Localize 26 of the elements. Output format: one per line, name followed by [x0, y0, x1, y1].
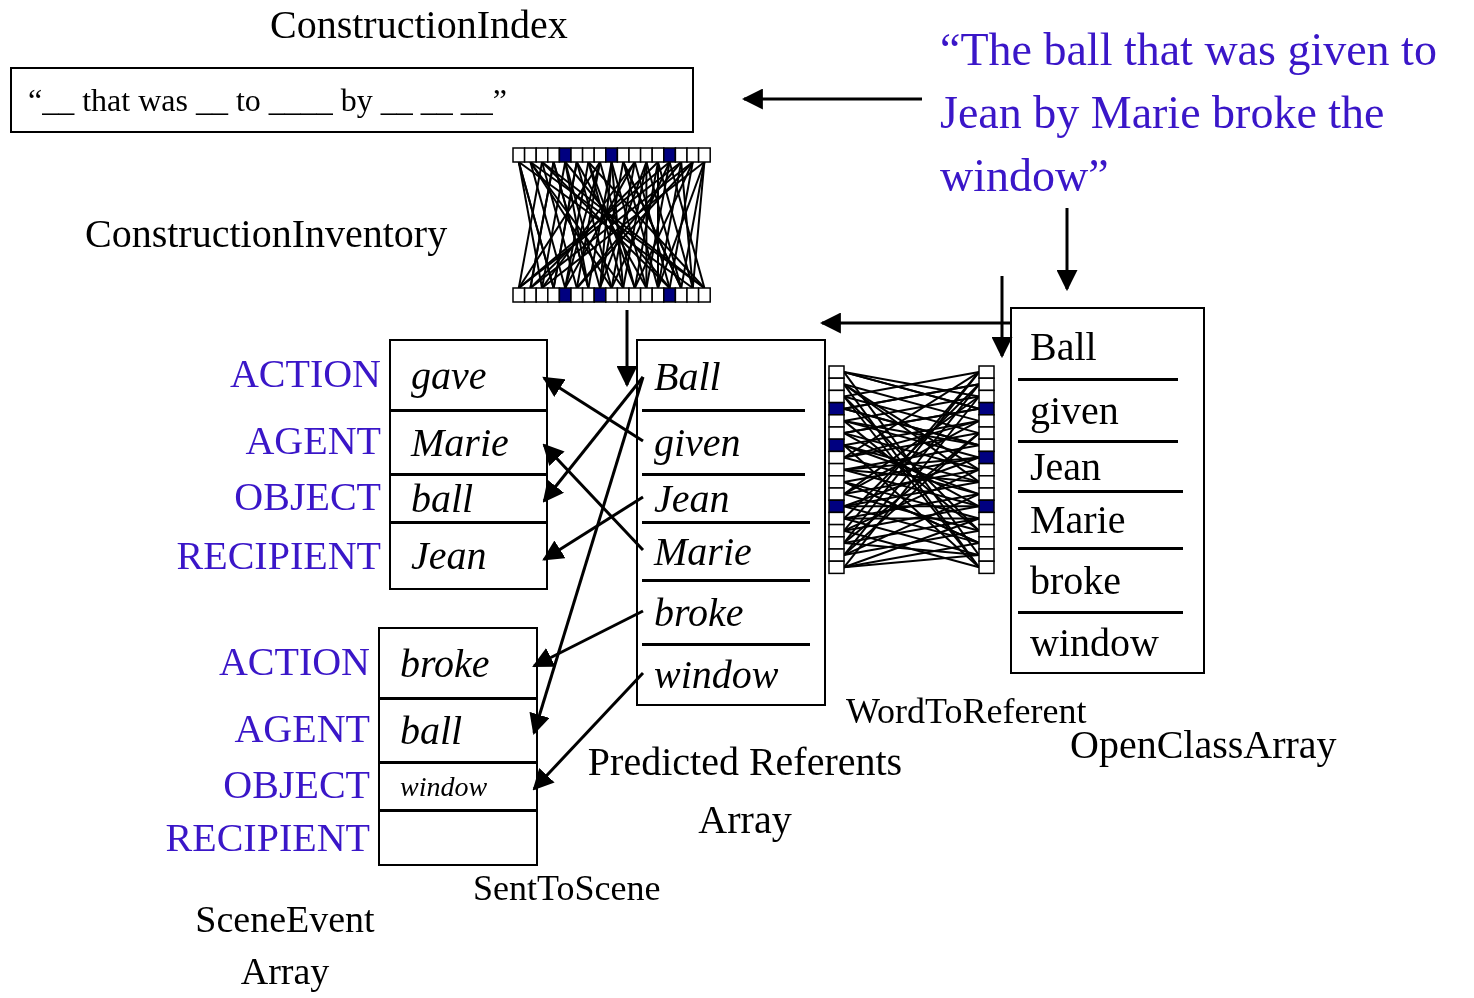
caption: SentToScene: [473, 870, 662, 906]
arrow: [819, 312, 1010, 334]
array-box: [389, 339, 548, 590]
role-label: OBJECT: [223, 765, 370, 805]
arrow: [1056, 208, 1078, 292]
arrow: [991, 276, 1013, 359]
role-label: RECIPIENT: [165, 817, 370, 858]
caption: SceneEvent Array: [194, 897, 376, 994]
role-label: AGENT: [234, 709, 370, 749]
template-box: “__ that was __ to ____ by __ __ __”: [10, 67, 694, 133]
role-label: AGENT: [245, 421, 381, 461]
array-box: [636, 339, 826, 706]
caption: Predicted Referents Array: [586, 738, 904, 844]
sentence-text: “The ball that was given to Jean by Marie broke the window”: [940, 18, 1468, 208]
heading: ConstructionInventory: [85, 214, 448, 254]
array-box: [1010, 307, 1205, 674]
role-label: OBJECT: [234, 477, 381, 517]
arrow: [542, 376, 644, 443]
arrow: [532, 609, 644, 668]
role-label: ACTION: [218, 642, 370, 682]
role-label: ACTION: [229, 354, 381, 394]
heading: ConstructionIndex: [270, 5, 568, 45]
arrow: [616, 310, 638, 388]
arrow: [741, 88, 922, 110]
role-label: RECIPIENT: [176, 535, 381, 576]
array-box: [378, 627, 538, 866]
